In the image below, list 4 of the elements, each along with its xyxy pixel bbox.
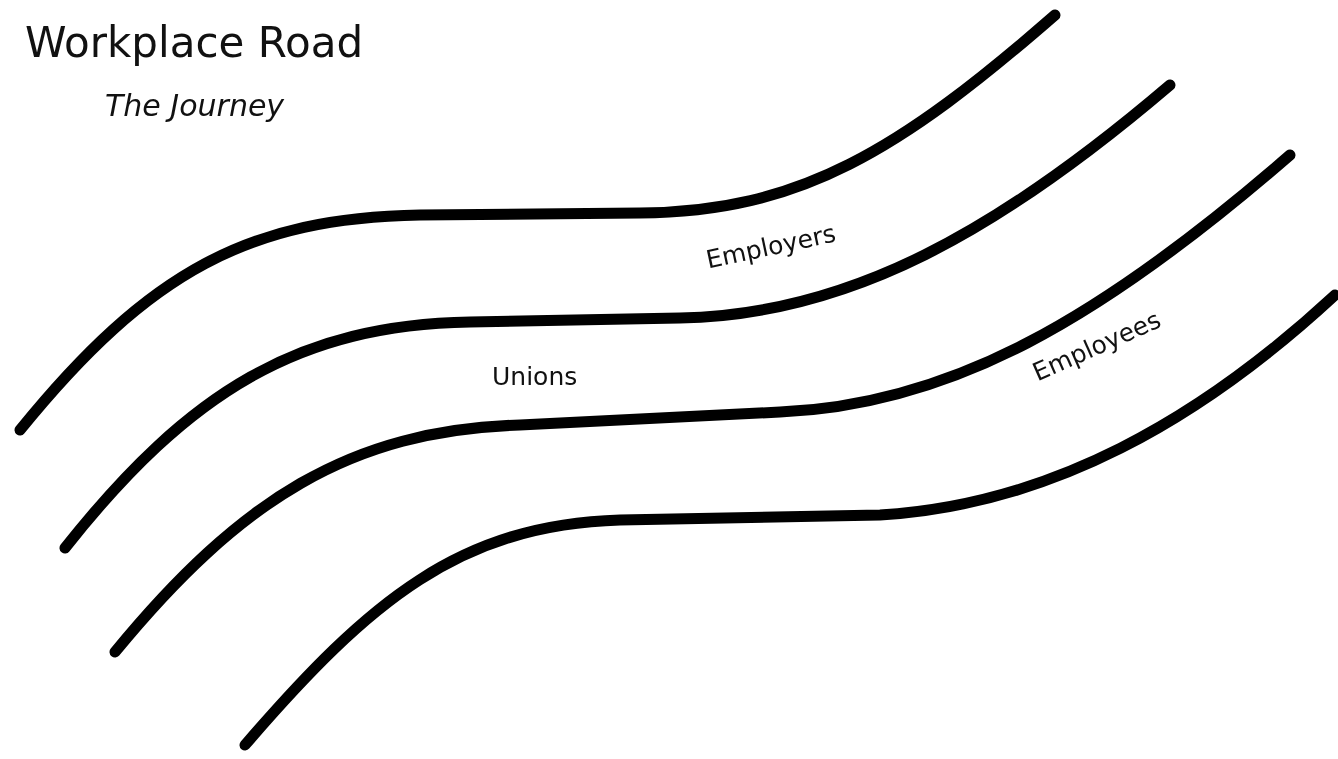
title: Workplace Road [25,18,364,67]
lane-label: Employers [703,218,839,275]
lane-label: Unions [492,362,578,391]
subtitle: The Journey [105,88,285,123]
